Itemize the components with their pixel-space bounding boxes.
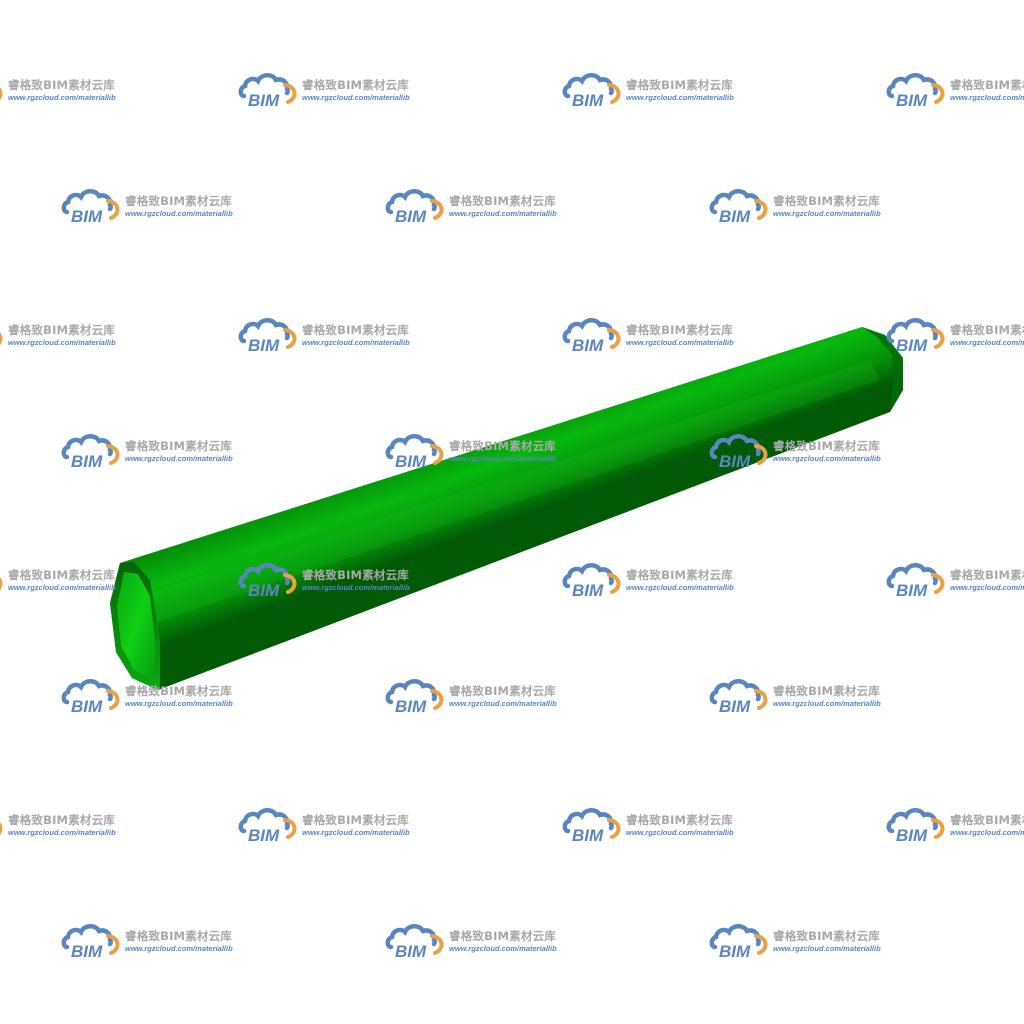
pipe-far-end [862,327,903,412]
pipe-highlight [128,360,880,628]
pipe-body [110,327,903,690]
pipe-near-opening [117,572,156,680]
